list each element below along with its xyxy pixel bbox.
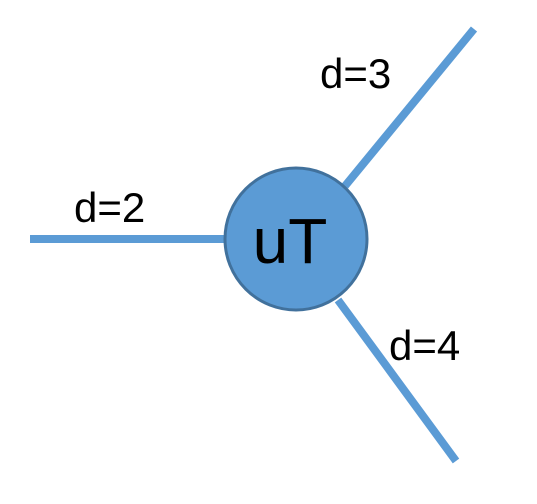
edge-label-upper-right: d=3 xyxy=(320,50,391,97)
node-circle xyxy=(223,166,369,312)
node-label: uT xyxy=(253,205,328,277)
edge-lower-right xyxy=(334,297,460,464)
edge-label-left: d=2 xyxy=(74,184,145,231)
edge-label-lower-right: d=4 xyxy=(389,322,460,369)
edge-upper-right xyxy=(341,26,478,189)
